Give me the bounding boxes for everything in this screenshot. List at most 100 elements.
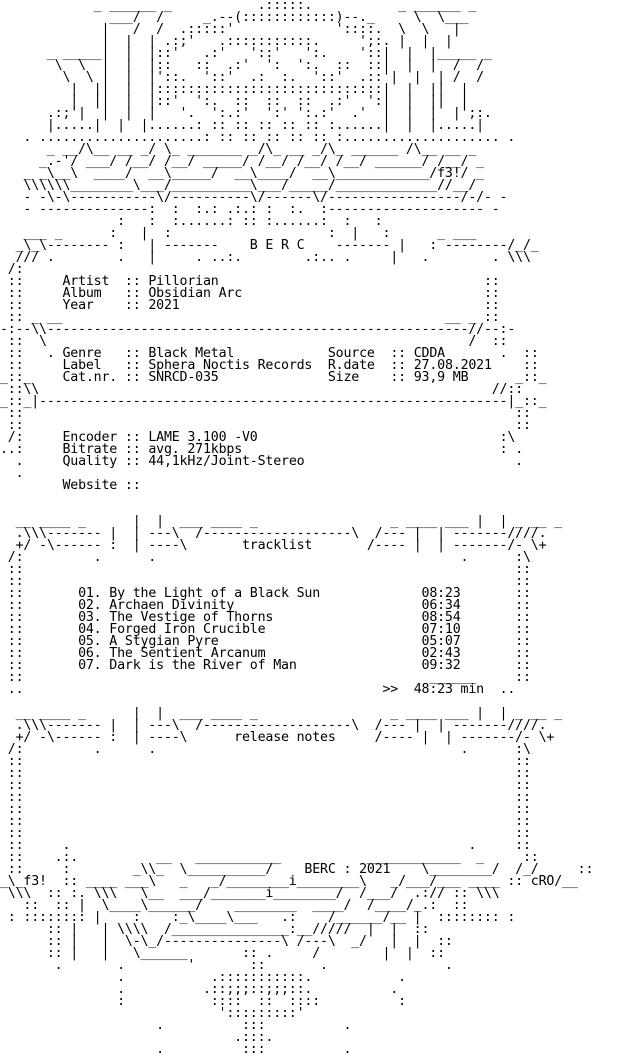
header-art-line: - --------------: : :.: .:.: : :. :-----… xyxy=(0,202,500,217)
header-art-line: | / / .:::::' '::::. \ \ | xyxy=(0,22,461,37)
notes-frame: .\\\------- | | ---\ /------------------… xyxy=(0,718,547,733)
year-label: Year xyxy=(62,298,125,313)
label-label: Label xyxy=(62,358,125,373)
border-line: :: _ __ __ _ :: xyxy=(0,310,500,325)
border-line: :: :: xyxy=(0,790,531,805)
catnr-line: _::_ Cat.nr. :: SNRCD-035 Size :: 93,9 M… xyxy=(0,370,547,385)
footer-art-line: . .:::::::::::. . xyxy=(0,970,406,985)
border-line: :: . . :: xyxy=(0,838,531,853)
encoder-label: Encoder xyxy=(62,430,125,445)
track-title: Dark is the River of Man xyxy=(109,658,422,673)
catnr-value: SNRCD-035 xyxy=(148,370,328,385)
header-art-line: _ _\__\ ____/ __\_____/ __\____/ __\____… xyxy=(0,166,484,181)
track-number: 06. xyxy=(78,646,102,661)
track-row: :: 03. The Vestige of Thorns 08:54 :: xyxy=(0,610,531,625)
track-title: The Sentient Arcanum xyxy=(109,646,422,661)
divider-line: _::_|-----------------------------------… xyxy=(0,394,547,409)
size-label: Size xyxy=(327,370,391,385)
blank-line xyxy=(0,492,640,504)
track-number: 05. xyxy=(78,634,102,649)
header-art-line: | | | .:;' .:::::::::::. ';:. | | | xyxy=(0,34,453,49)
track-row: :: 07. Dark is the River of Man 09:32 :: xyxy=(0,658,531,673)
border-line: /: xyxy=(0,262,640,277)
border-line: :: :: xyxy=(0,766,531,781)
notes-frame: __ ____ _ | | ___ ____ _ _ ____ ___ | | … xyxy=(0,706,563,721)
track-row: :: 01. By the Light of a Black Sun 08:23… xyxy=(0,586,531,601)
quality-label: Quality xyxy=(62,454,125,469)
track-number: 07. xyxy=(78,658,102,673)
header-line: _\_\-------- : | ------- B E R C -------… xyxy=(0,238,640,253)
ascii-tag-right: cRO xyxy=(530,874,555,889)
border-line: :: :: xyxy=(0,574,531,589)
footer-group: BERC xyxy=(304,862,336,877)
bitrate-label: Bitrate xyxy=(62,442,125,457)
header-art-line: \ \ | | |:: :: .:' ': ':. :: ::| | | / / xyxy=(0,58,485,73)
border-line: /: . . . :\ xyxy=(0,550,531,565)
album-value: Obsidian Arc xyxy=(148,286,242,301)
header-art-line: .:;'| | | | '. ':.:' ':' ':.:' .' | | | … xyxy=(0,106,492,121)
header-art-line: _ __/\__ __ _/ \_ _______ _/\_ __ _/\_ _… xyxy=(0,142,477,157)
track-row: :: 02. Archaen Divinity 06:34 :: xyxy=(0,598,531,613)
track-time: 02:43 xyxy=(421,646,461,661)
total-marker: >> xyxy=(382,682,399,697)
header-art-line: | || | |::' ':. :: :: :: .:' ':| | || | xyxy=(0,94,469,109)
track-number: 04. xyxy=(78,622,102,637)
genre-label: Genre xyxy=(62,346,125,361)
footer-art-line: :: :: | \____\______/ ________ ____/ /__… xyxy=(0,898,477,913)
header-art-line: ___/ / _.--(::::::::::::)--._ \ \___ xyxy=(0,10,469,25)
rdate-value: 27.08.2021 xyxy=(413,358,500,373)
footer-art-line: ':::::::::' xyxy=(0,1006,305,1021)
footer-art-line: . ::: . xyxy=(0,1018,352,1033)
divider-line: -:--\\----------------------------------… xyxy=(0,322,516,337)
source-label: Source xyxy=(327,346,391,361)
border-line: . xyxy=(0,466,24,481)
total-time: 48:23 min xyxy=(413,682,484,697)
track-time: 09:32 xyxy=(421,658,461,673)
border-line: :: :: xyxy=(0,406,531,421)
website-line: Website :: xyxy=(62,478,149,493)
artist-label: Artist xyxy=(62,274,125,289)
track-number: 03. xyxy=(78,610,102,625)
catnr-label: Cat.nr. xyxy=(62,370,125,385)
source-value: CDDA xyxy=(413,346,477,361)
header-art-line: | || | |:::::::::::::::::::::::::::::| |… xyxy=(0,82,469,97)
tracklist-title: tracklist xyxy=(241,538,313,553)
border-line: :: ______ :: xyxy=(0,670,531,685)
border-line: :: :: xyxy=(0,418,531,433)
artist-line: :: Artist :: Pillorian :: xyxy=(0,274,500,289)
track-time: 08:54 xyxy=(421,610,461,625)
track-title: Forged Iron Crucible xyxy=(109,622,422,637)
header-art-line: \\\\\\________\___/__________\___/_____/… xyxy=(0,178,477,193)
header-art-line: _.-'/ ___/ /__/ /__/ _____/ /__/ /__/ /_… xyxy=(0,154,484,169)
footer-art-line: :: | | \______ :: . / | | :: xyxy=(0,946,445,961)
footer-art-line: : :::: :: :::: : xyxy=(0,994,406,1009)
tracklist-frame: __ ____ _ | | ___ ____ _ _ ____ ___ | | … xyxy=(0,514,563,529)
year-line: :: Year :: 2021 :: xyxy=(0,298,500,313)
track-time: 07:10 xyxy=(421,622,461,637)
header-art-line: _ _____| | |::' .:' '::' ':. '::| | |___… xyxy=(0,46,492,61)
track-row: :: 04. Forged Iron Crucible 07:10 :: xyxy=(0,622,531,637)
border-line: :: :: xyxy=(0,814,531,829)
tracklist-frame: .\\\------- | | ---\ /------------------… xyxy=(0,526,547,541)
header-art-line: : : :......: :: :......: : : xyxy=(0,214,383,229)
footer-art-line: . ::: . xyxy=(0,1042,352,1056)
header-art-line: _ ______ _ .:::::. _ ______ _ xyxy=(0,0,477,13)
notes-title-line: +/ -\------ : | ----\ release notes /---… xyxy=(0,730,555,745)
quality-value: 44,1kHz/Joint-Stereo xyxy=(148,454,305,469)
art-fragment: ------- | : --------/_/_ xyxy=(304,238,539,253)
website-label: Website xyxy=(62,478,125,493)
encoder-line: /: Encoder :: LAME 3.100 -V0 :\ xyxy=(0,430,516,445)
border-line: :: .:. __ ___________ ____________ _ :: xyxy=(0,850,539,865)
art-fragment: _\_\-------- : | ------- xyxy=(0,238,250,253)
border: /: xyxy=(0,262,24,277)
track-title: A Stygian Pyre xyxy=(109,634,422,649)
border-line: :: :: xyxy=(0,826,531,841)
rdate-label: R.date xyxy=(327,358,391,373)
ascii-tag-left: f3! xyxy=(23,874,47,889)
album-line: :: Album :: Obsidian Arc :: xyxy=(0,286,500,301)
encoder-value: LAME 3.100 -V0 xyxy=(148,430,258,445)
header-art-line: \ \ | | |'::. '::' .: :. '::' .::'| | | … xyxy=(0,70,484,85)
border-line: ::\\ //:: xyxy=(0,382,523,397)
track-time: 06:34 xyxy=(421,598,461,613)
